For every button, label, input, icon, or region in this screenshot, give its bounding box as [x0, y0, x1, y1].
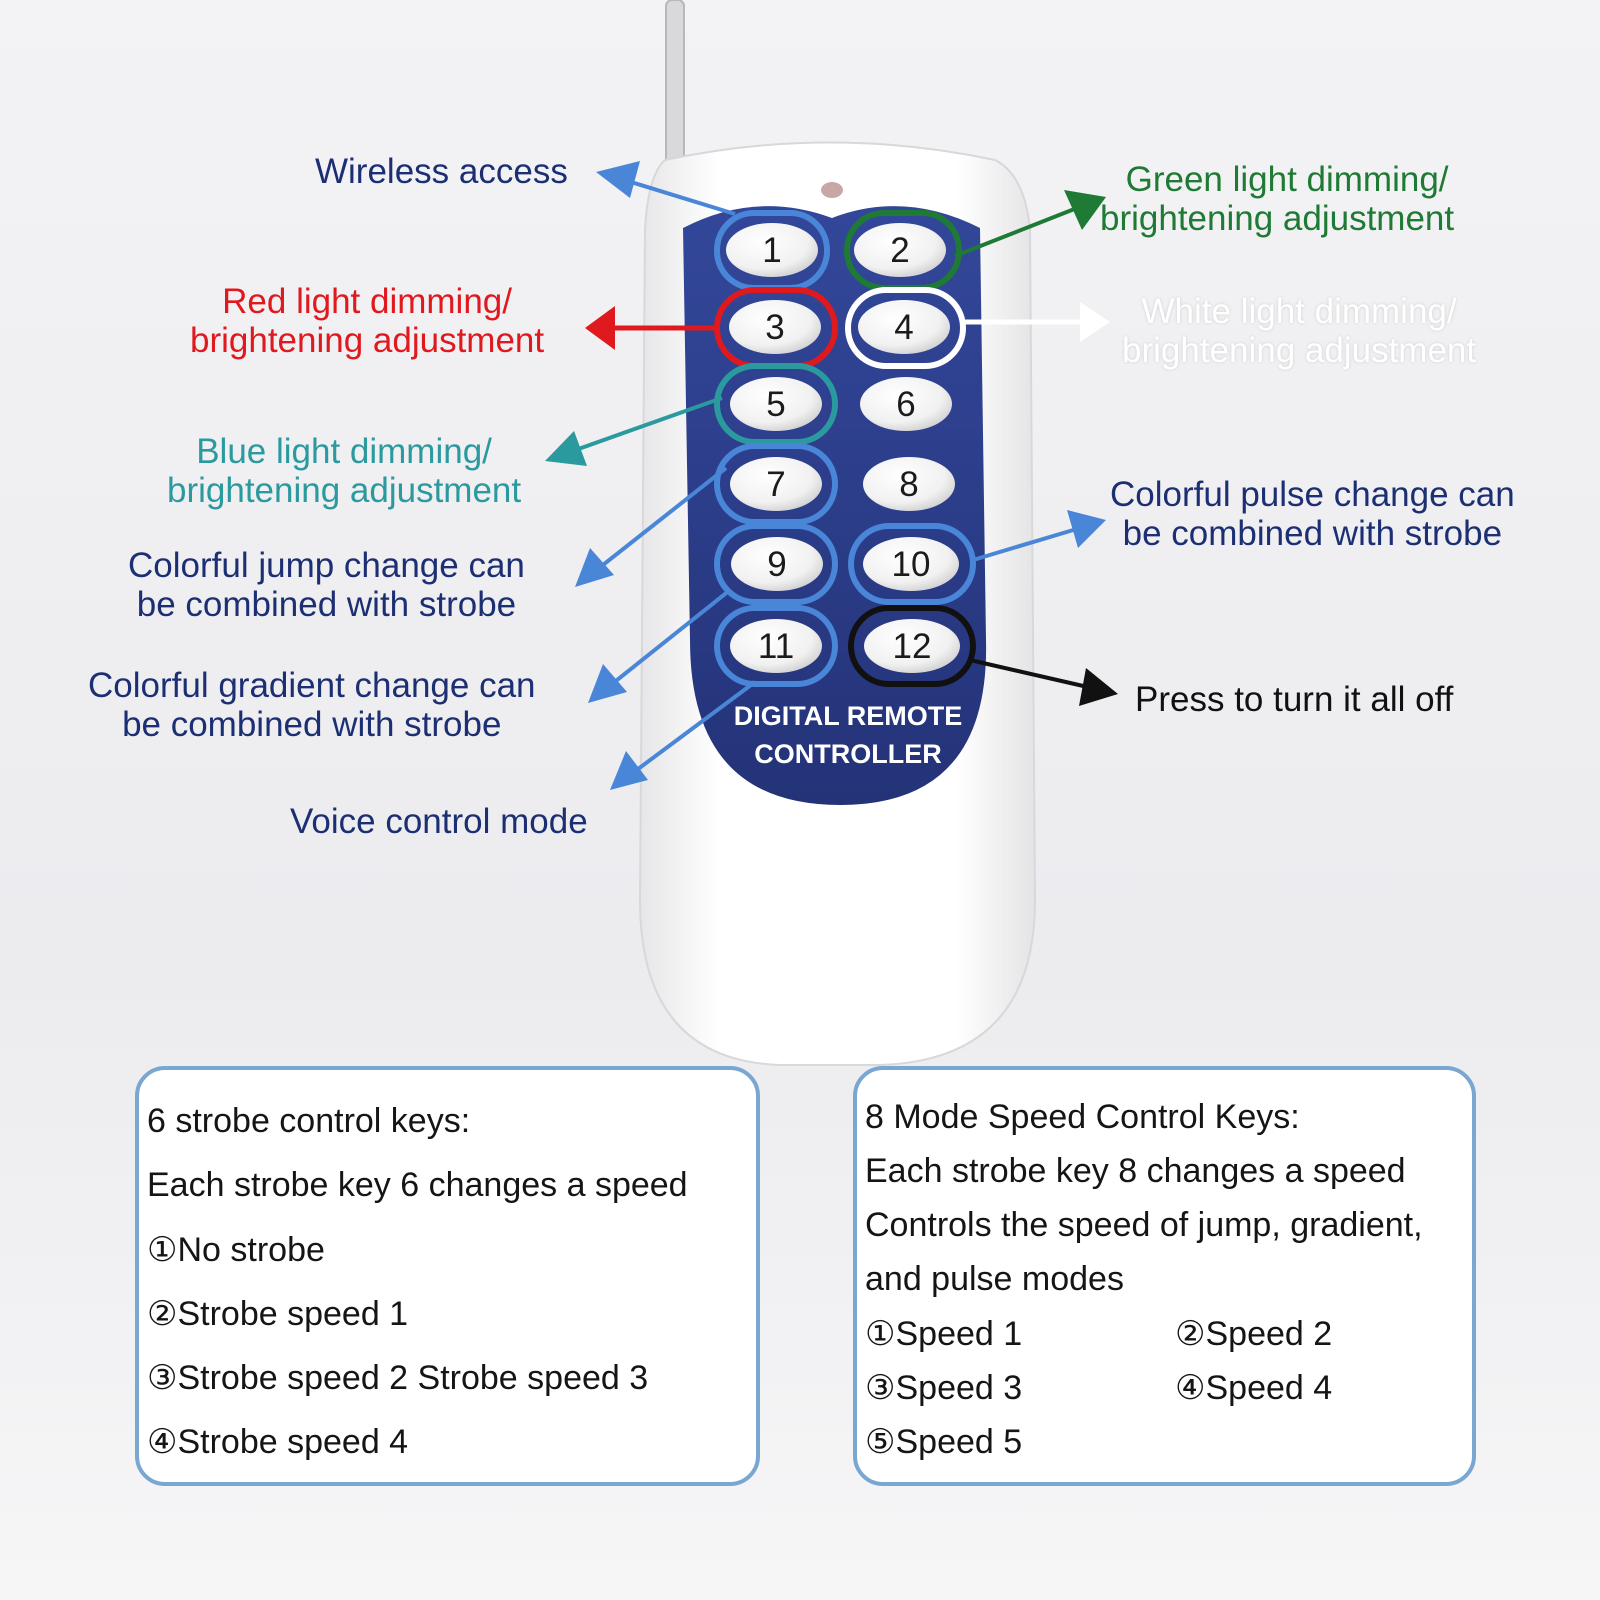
arrow-red: [585, 306, 717, 350]
brand-line-2: CONTROLLER: [754, 739, 941, 769]
mode-box-desc-1: Each strobe key 8 changes a speed: [865, 1152, 1406, 1190]
key-11-ring: [714, 605, 838, 687]
arrow-all-off: [969, 658, 1118, 706]
key-5-label: 5: [766, 385, 785, 424]
key-12-label: 12: [893, 627, 932, 666]
strobe-item-2: ②Strobe speed 1: [147, 1295, 409, 1333]
key-12-ring: [848, 605, 976, 687]
arrow-green: [954, 190, 1106, 258]
label-all-off: Press to turn it all off: [1135, 680, 1454, 719]
key-2[interactable]: 2: [854, 223, 946, 277]
key-10[interactable]: 10: [863, 537, 959, 591]
arrow-blue: [545, 396, 723, 466]
antenna: [665, 0, 685, 171]
key-7-ring: [714, 443, 838, 525]
label-gradient: Colorful gradient change can be combined…: [88, 666, 536, 744]
key-11-label: 11: [758, 627, 794, 666]
label-jump: Colorful jump change can be combined wit…: [128, 546, 525, 624]
key-8-label: 8: [899, 465, 918, 504]
key-6-label: 6: [896, 385, 915, 424]
label-green: Green light dimming/ brightening adjustm…: [1100, 160, 1455, 238]
key-10-label: 10: [892, 545, 931, 584]
key-4-ring: [845, 287, 966, 369]
key-3[interactable]: 3: [729, 300, 821, 354]
key-11[interactable]: 11: [730, 619, 822, 673]
strobe-keys-box: 6 strobe control keys: Each strobe key 6…: [135, 1066, 760, 1486]
arrow-wireless: [596, 161, 736, 216]
indicator-led: [821, 182, 843, 198]
mode-box-desc-2: Controls the speed of jump, gradient,: [865, 1206, 1423, 1244]
mode-speed-2: ②Speed 2: [1175, 1315, 1333, 1353]
strobe-box-title: 6 strobe control keys:: [147, 1102, 471, 1140]
arrow-gradient: [588, 588, 732, 703]
key-1[interactable]: 1: [726, 223, 818, 277]
key-4[interactable]: 4: [858, 300, 950, 354]
label-red: Red light dimming/ brightening adjustmen…: [190, 282, 545, 360]
mode-box-desc-3: and pulse modes: [865, 1260, 1124, 1298]
key-1-label: 1: [762, 231, 781, 270]
arrow-pulse: [972, 510, 1106, 562]
key-3-label: 3: [765, 308, 784, 347]
arrow-white: [963, 302, 1110, 342]
mode-speed-4: ④Speed 4: [1175, 1369, 1333, 1407]
arrow-voice: [610, 680, 757, 790]
key-4-label: 4: [894, 308, 913, 347]
brand-line-1: DIGITAL REMOTE: [734, 701, 963, 731]
label-blue: Blue light dimming/ brightening adjustme…: [167, 432, 522, 510]
key-8[interactable]: 8: [863, 457, 955, 511]
key-10-ring: [848, 523, 976, 605]
key-5[interactable]: 5: [730, 377, 822, 431]
strobe-item-1: ①No strobe: [147, 1231, 325, 1269]
key-9-label: 9: [767, 545, 786, 584]
label-white: White light dimming/ brightening adjustm…: [1122, 292, 1477, 370]
key-7-label: 7: [766, 465, 785, 504]
key-9-ring: [714, 523, 838, 605]
key-5-ring: [714, 363, 838, 445]
mode-speed-3: ③Speed 3: [865, 1369, 1023, 1407]
label-voice-mode: Voice control mode: [290, 802, 588, 841]
mode-box-title: 8 Mode Speed Control Keys:: [865, 1098, 1300, 1136]
key-6[interactable]: 6: [860, 377, 952, 431]
strobe-item-4: ④Strobe speed 4: [147, 1423, 409, 1461]
mode-speed-1: ①Speed 1: [865, 1315, 1023, 1353]
strobe-box-desc: Each strobe key 6 changes a speed: [147, 1166, 688, 1204]
mode-speed-box: 8 Mode Speed Control Keys: Each strobe k…: [853, 1066, 1476, 1486]
label-wireless-access: Wireless access: [315, 152, 568, 191]
label-pulse: Colorful pulse change can be combined wi…: [1110, 475, 1515, 553]
mode-speed-5: ⑤Speed 5: [865, 1423, 1023, 1461]
key-12[interactable]: 12: [864, 619, 960, 673]
strobe-item-3: ③Strobe speed 2 Strobe speed 3: [147, 1359, 649, 1397]
key-2-label: 2: [890, 231, 909, 270]
key-9[interactable]: 9: [731, 537, 823, 591]
arrow-jump: [575, 466, 728, 587]
key-7[interactable]: 7: [730, 457, 822, 511]
